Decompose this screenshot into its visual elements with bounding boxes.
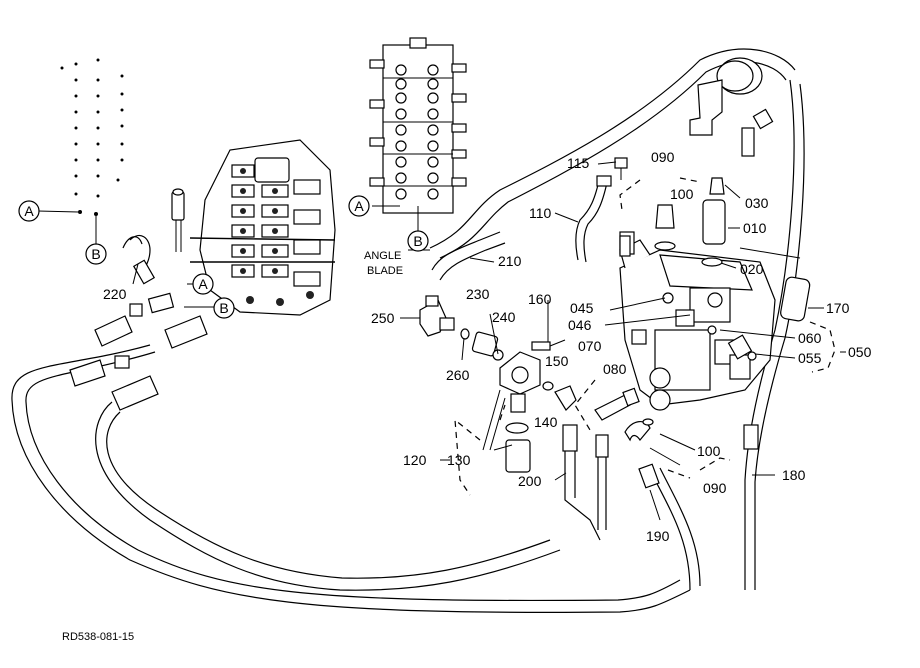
angle-blade-label-line2: BLADE — [367, 265, 403, 277]
marker-b-mid-text: B — [219, 300, 228, 316]
angle-blade-valve-block — [369, 37, 467, 232]
marker-b-left: B — [85, 243, 107, 265]
callout-120: 120 — [403, 452, 427, 468]
callout-090-bottom: 090 — [703, 480, 727, 496]
callout-115: 115 — [567, 155, 590, 171]
marker-a-block-text: A — [354, 198, 364, 214]
group-brackets — [454, 177, 836, 496]
callout-045: 045 — [570, 300, 594, 316]
callout-046: 046 — [568, 317, 592, 333]
callout-080: 080 — [603, 361, 627, 377]
control-valve-block — [189, 139, 336, 316]
callout-110: 110 — [529, 205, 552, 221]
hose-routes — [11, 48, 805, 613]
marker-a-mid: A — [192, 273, 214, 295]
callout-210: 210 — [498, 253, 522, 269]
callout-050: 050 — [848, 344, 872, 360]
marker-b-block-text: B — [413, 233, 422, 249]
angle-blade-label-line1: ANGLE — [364, 250, 401, 262]
callout-020: 020 — [740, 261, 764, 277]
callout-220: 220 — [103, 286, 127, 302]
fittings — [69, 157, 811, 489]
callout-010: 010 — [743, 220, 767, 236]
marker-b-left-text: B — [91, 246, 100, 262]
callout-250: 250 — [371, 310, 395, 326]
left-tube-stack — [37, 58, 124, 244]
callout-100-bottom: 100 — [697, 443, 721, 459]
marker-b-mid: B — [213, 297, 235, 319]
callout-140: 140 — [534, 414, 558, 430]
callout-160: 160 — [528, 291, 552, 307]
callout-230: 230 — [466, 286, 490, 302]
callout-200: 200 — [518, 473, 542, 489]
callout-240: 240 — [492, 309, 516, 325]
callout-190: 190 — [646, 528, 670, 544]
marker-a-block: A — [348, 195, 370, 217]
leader-lines — [132, 161, 846, 521]
marker-a-left-text: A — [24, 203, 34, 219]
callout-labels: 115 090 100 030 110 010 210 020 230 160 … — [103, 149, 872, 544]
callout-130: 130 — [447, 452, 471, 468]
drawing-code: RD538-081-15 — [62, 631, 134, 643]
callout-260: 260 — [446, 367, 470, 383]
callout-055: 055 — [798, 350, 822, 366]
callout-150: 150 — [545, 353, 569, 369]
marker-b-block: B — [407, 230, 429, 252]
marker-a-left: A — [18, 200, 40, 222]
callout-070: 070 — [578, 338, 602, 354]
callout-170: 170 — [826, 300, 850, 316]
callout-100-top: 100 — [670, 186, 694, 202]
callout-030: 030 — [745, 195, 769, 211]
callout-060: 060 — [798, 330, 822, 346]
callout-180: 180 — [782, 467, 806, 483]
marker-a-mid-text: A — [198, 276, 208, 292]
callout-090-top: 090 — [651, 149, 675, 165]
pressure-gauge — [689, 57, 774, 157]
